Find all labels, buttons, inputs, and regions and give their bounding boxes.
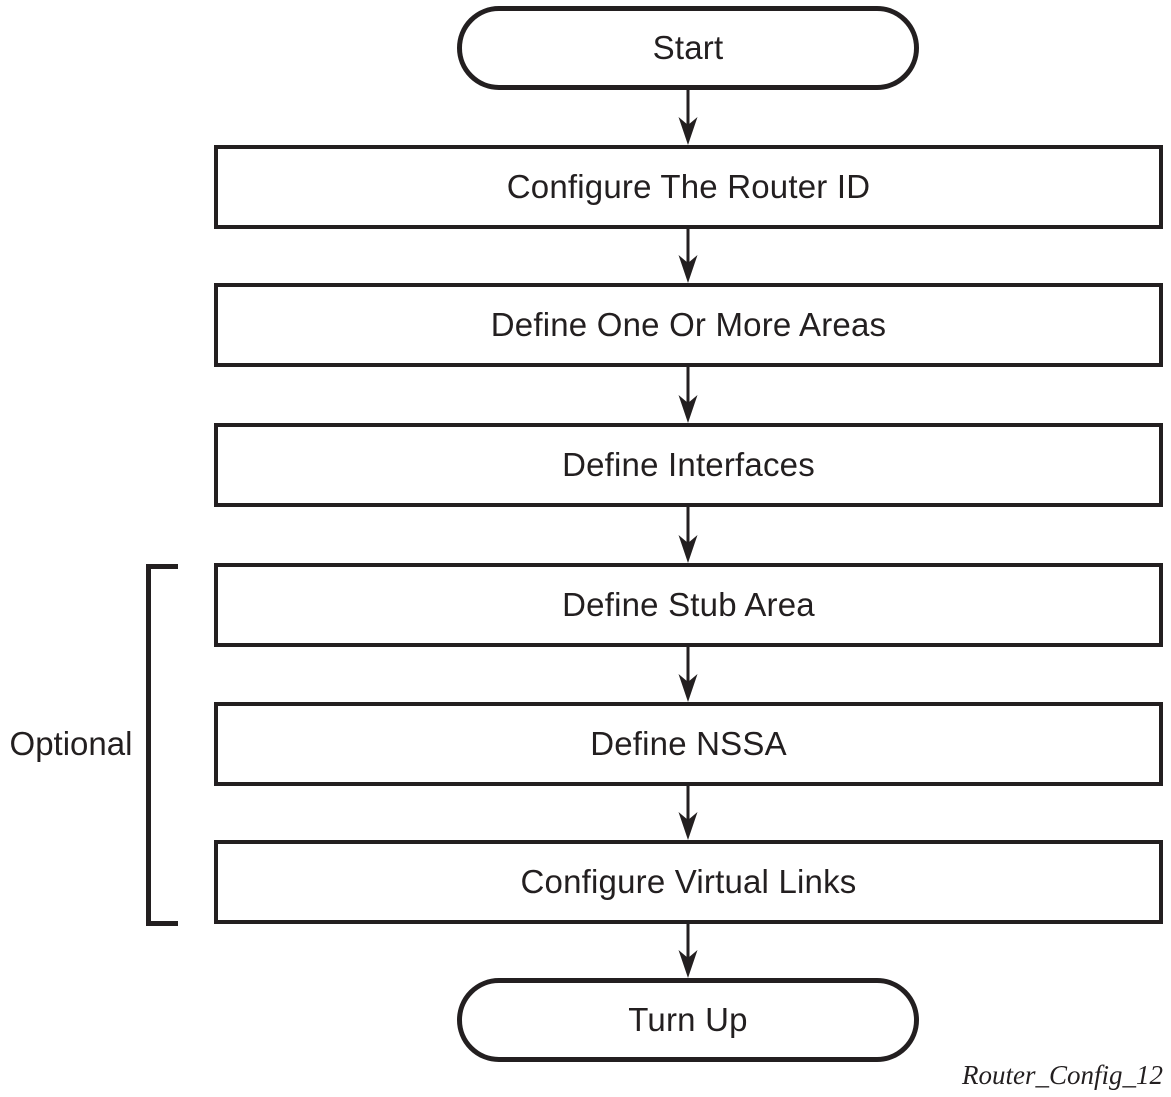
arrow-step4-to-step5	[678, 647, 698, 702]
optional-label: Optional	[9, 725, 133, 762]
arrow-start-to-step1	[678, 90, 698, 145]
arrow-step5-to-step6	[678, 786, 698, 840]
arrow-step2-to-step3	[678, 367, 698, 423]
node-start: Start	[457, 6, 919, 90]
arrow-step6-to-turnup	[678, 924, 698, 978]
node-configure-router-id: Configure The Router ID	[214, 145, 1163, 229]
figure-caption: Router_Config_12	[962, 1060, 1163, 1090]
node-turn-up: Turn Up	[457, 978, 919, 1062]
optional-bracket	[146, 564, 178, 926]
arrow-step1-to-step2	[678, 229, 698, 283]
node-define-stub-area: Define Stub Area	[214, 563, 1163, 647]
node-define-areas: Define One Or More Areas	[214, 283, 1163, 367]
node-define-interfaces: Define Interfaces	[214, 423, 1163, 507]
node-configure-virtual-links: Configure Virtual Links	[214, 840, 1163, 924]
arrow-step3-to-step4	[678, 507, 698, 563]
node-define-nssa: Define NSSA	[214, 702, 1163, 786]
